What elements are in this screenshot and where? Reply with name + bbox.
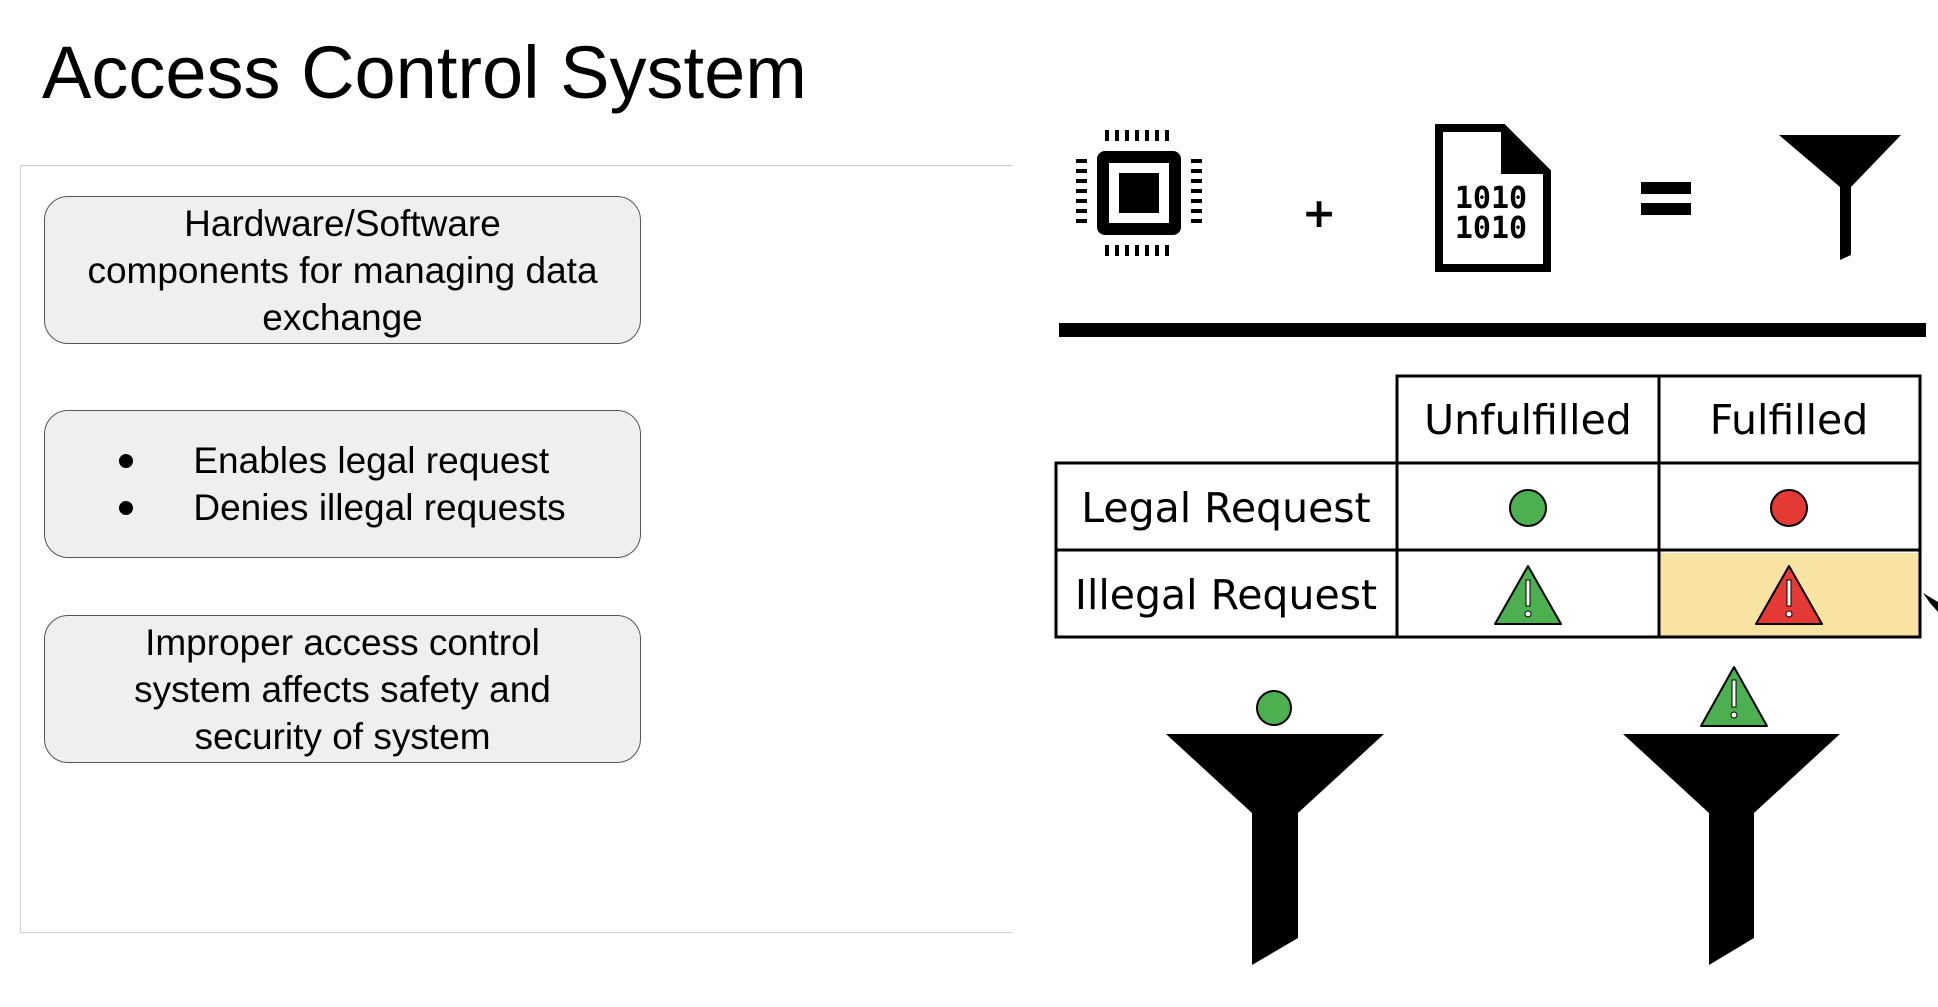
impact-box: Improper access control system affects s… [44, 615, 641, 763]
bullet-icon [119, 500, 134, 515]
definition-text: Hardware/Software components for managin… [87, 202, 598, 338]
function-deny-text: Denies illegal requests [193, 487, 566, 528]
green-warning-triangle-icon [1700, 666, 1768, 727]
green-circle-icon [1256, 690, 1292, 726]
list-item: Enables legal request [119, 437, 565, 484]
funnel-filter-icon [1623, 734, 1840, 965]
column-header-fulfilled: Fulfilled [1710, 396, 1869, 444]
diagram-svg: + 1010 1010 [1059, 124, 1926, 337]
plus-sign: + [1302, 189, 1336, 237]
binary-file-icon: 1010 1010 [1435, 124, 1551, 272]
function-enable-text: Enables legal request [193, 440, 550, 481]
functions-list: Enables legal request Denies illegal req… [119, 437, 566, 531]
file-binary-line-1: 1010 [1455, 181, 1527, 216]
row-label-illegal: Illegal Request [1075, 571, 1377, 619]
content-frame [20, 165, 1938, 933]
arrow-tip-icon [1923, 593, 1938, 612]
file-binary-line-2: 1010 [1455, 211, 1527, 246]
row-label-legal: Legal Request [1081, 484, 1370, 532]
list-item: Denies illegal requests [119, 484, 566, 531]
cpu-chip-icon [1076, 130, 1202, 256]
column-header-unfulfilled: Unfulfilled [1424, 396, 1632, 444]
bullet-icon [119, 453, 134, 468]
funnel-filter-icon [1779, 135, 1901, 260]
table-grid [1054, 374, 1922, 639]
green-circle-icon [1509, 489, 1547, 527]
funnel-filter-icon [1166, 734, 1384, 965]
definition-box: Hardware/Software components for managin… [44, 196, 641, 344]
diagram-divider [1059, 323, 1926, 337]
green-warning-triangle-icon [1494, 565, 1562, 625]
functions-box: Enables legal request Denies illegal req… [44, 410, 641, 558]
red-warning-triangle-icon [1755, 565, 1823, 625]
equals-sign [1641, 182, 1691, 215]
red-circle-icon [1770, 489, 1808, 527]
slide-title: Access Control System [42, 31, 807, 114]
impact-text: Improper access control system affects s… [134, 621, 551, 757]
